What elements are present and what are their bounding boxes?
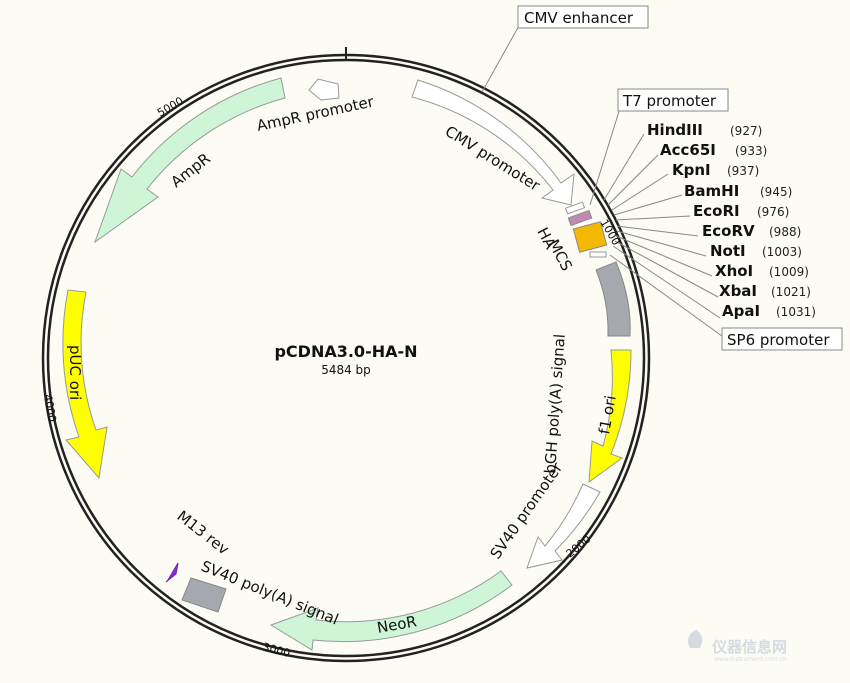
bgh-polya-box <box>595 261 631 337</box>
watermark: 仪器信息网 www.instrument.com.cn <box>688 630 787 663</box>
site-xbai-pos: (1021) <box>771 285 811 299</box>
ha-tag <box>567 209 593 227</box>
neor-arrow <box>269 570 513 651</box>
tick-3000: 3000 <box>261 640 291 660</box>
m13-rev-label: M13 rev <box>174 507 233 559</box>
mcs-box <box>572 221 608 253</box>
site-bamhi-pos: (945) <box>760 185 792 199</box>
site-noti-pos: (1003) <box>762 245 802 259</box>
watermark-url: www.instrument.com.cn <box>714 656 787 663</box>
site-hindiii: HindIII <box>647 121 703 139</box>
cmv-enhancer-label: CMV enhancer <box>524 9 634 27</box>
site-ecori-pos: (976) <box>757 205 789 219</box>
site-xhoi-pos: (1009) <box>769 265 809 279</box>
plasmid-size: 5484 bp <box>321 363 371 377</box>
f1-ori-arrow <box>588 349 632 484</box>
puc-ori-label: pUC ori <box>66 345 84 400</box>
site-apai: ApaI <box>722 302 760 320</box>
site-xhoi: XhoI <box>715 262 753 280</box>
watermark-text: 仪器信息网 <box>711 638 787 656</box>
site-noti: NotI <box>710 242 746 260</box>
tick-4000: 4000 <box>41 393 59 423</box>
site-ecorv-pos: (988) <box>769 225 801 239</box>
site-ecori: EcoRI <box>693 202 740 220</box>
site-acc65i: Acc65I <box>660 141 716 159</box>
site-xbai: XbaI <box>719 282 757 300</box>
m13-rev-arrow <box>165 562 179 583</box>
bgh-polya-label: bGH poly(A) signal <box>541 333 569 474</box>
t7-promoter-box <box>617 88 729 112</box>
ampr-arrow <box>93 77 286 244</box>
t7-promoter-label: T7 promoter <box>622 92 717 110</box>
sv40-polya-box <box>181 577 227 613</box>
sv40-promoter-arrow <box>526 483 601 569</box>
site-acc65i-pos: (933) <box>735 144 767 158</box>
site-kpni: KpnI <box>672 161 711 179</box>
site-ecorv: EcoRV <box>702 222 755 240</box>
ampr-promoter-arrow <box>308 78 340 101</box>
site-hindiii-pos: (927) <box>730 124 762 138</box>
plasmid-name: pCDNA3.0-HA-N <box>274 342 417 361</box>
sp6-promoter-label: SP6 promoter <box>727 331 830 349</box>
cmv-enhancer-box <box>517 5 649 29</box>
sp6-promoter-arrow <box>589 251 607 258</box>
sp6-promoter-box <box>721 327 843 351</box>
site-apai-pos: (1031) <box>776 305 816 319</box>
site-kpni-pos: (937) <box>727 164 759 178</box>
puc-ori-arrow <box>62 289 108 480</box>
site-bamhi: BamHI <box>684 182 739 200</box>
watermark-logo-icon <box>688 630 703 648</box>
t7-promoter-arrow <box>564 201 586 215</box>
leader-lines <box>481 23 723 337</box>
cmv-promoter-arrow <box>411 79 575 206</box>
